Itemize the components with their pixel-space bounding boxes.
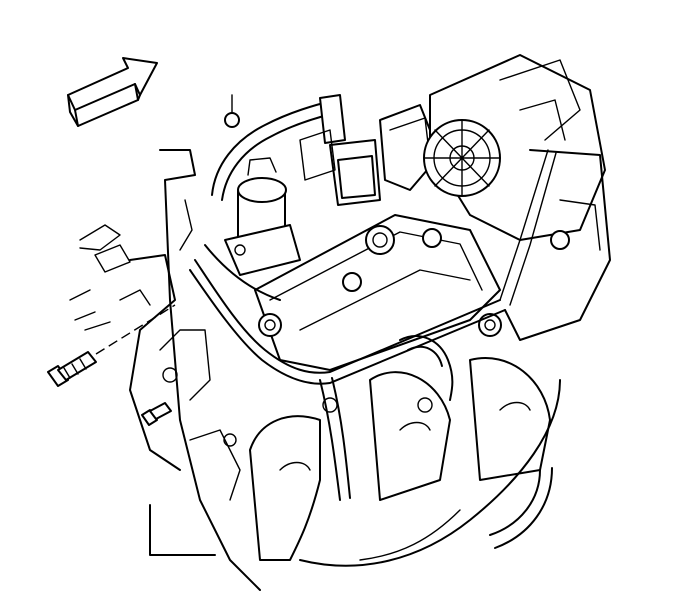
fuel-line-harness	[189, 149, 557, 501]
right-bracket	[504, 149, 611, 341]
bracket-fragment	[69, 224, 151, 331]
ignition-coil	[224, 157, 301, 276]
exhaust-manifold	[249, 357, 561, 567]
mounting-stud	[47, 304, 176, 387]
upper-hose	[211, 94, 346, 201]
front-arrow-icon	[67, 57, 158, 127]
throttle-body	[299, 104, 441, 206]
lower-stud	[141, 402, 172, 426]
engine-block	[129, 149, 261, 591]
lower-tube	[489, 467, 553, 549]
valve-cover	[254, 214, 502, 371]
alternator	[423, 54, 606, 250]
